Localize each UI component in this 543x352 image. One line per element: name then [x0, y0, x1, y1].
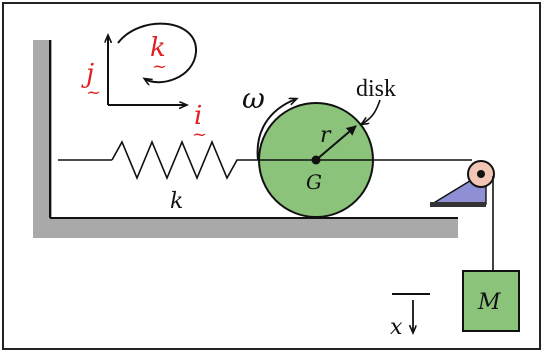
- omega-rotation-arrow: [256, 99, 296, 161]
- radius-label: r: [320, 123, 332, 148]
- omega-label: ω: [242, 82, 265, 115]
- pulley-axle: [477, 170, 485, 178]
- spring-constant-label: k: [170, 189, 183, 214]
- j-unit-tilde: ~: [86, 82, 101, 103]
- displacement-label: x: [390, 315, 403, 340]
- k-rotation-arrow: [117, 22, 198, 83]
- hanging-mass: [462, 270, 520, 332]
- center-label: G: [306, 170, 322, 194]
- disk-label: disk: [356, 76, 396, 102]
- radius-arrow: [315, 125, 357, 161]
- k-unit-tilde: ~: [152, 56, 167, 77]
- disk-label-pointer: [362, 99, 381, 124]
- k-unit-label: k: [150, 33, 166, 63]
- i-unit-tilde: ~: [192, 124, 207, 145]
- i-unit-label: i: [194, 101, 202, 131]
- spring: [111, 139, 260, 181]
- pulley-bracket-base: [430, 202, 486, 207]
- mass-label: M: [477, 290, 501, 315]
